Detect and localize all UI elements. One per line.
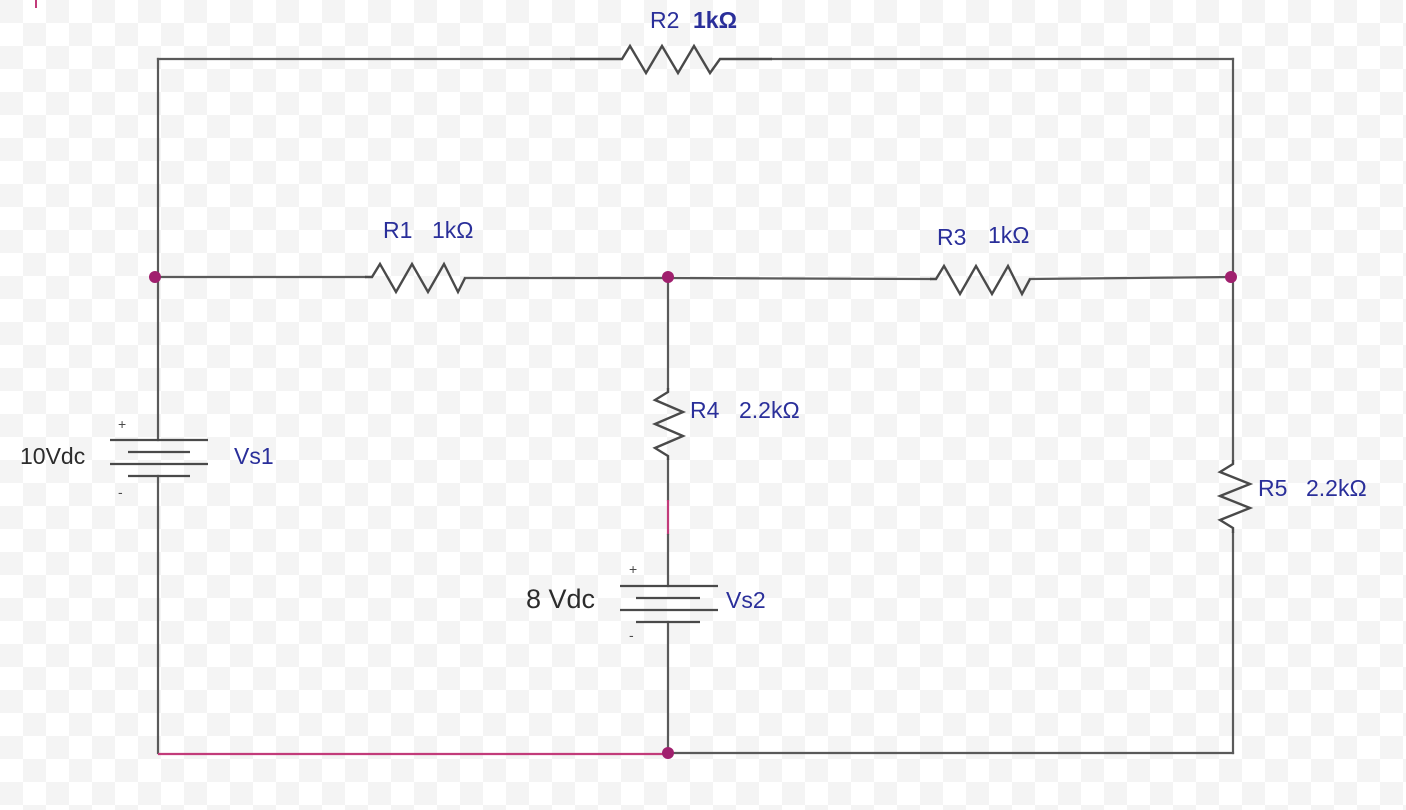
source-vs2[interactable]: + - 8 Vdc Vs2 xyxy=(526,561,766,643)
node-left-mid[interactable] xyxy=(149,271,161,283)
vs2-name: Vs2 xyxy=(726,587,766,613)
resistor-r4[interactable]: R4 2.2kΩ xyxy=(651,388,800,460)
r2-symbol[interactable] xyxy=(570,43,772,76)
r1-name: R1 xyxy=(383,217,412,243)
r2-name: R2 xyxy=(650,7,679,33)
vs1-value: 10Vdc xyxy=(20,443,85,469)
junction-nodes xyxy=(149,271,1237,759)
r4-value: 2.2kΩ xyxy=(739,397,800,423)
r5-symbol[interactable] xyxy=(1216,460,1254,533)
node-center-bottom[interactable] xyxy=(662,747,674,759)
vs1-minus-sign: - xyxy=(118,484,123,500)
resistor-r3[interactable]: R3 1kΩ xyxy=(930,222,1032,297)
resistor-r1[interactable]: R1 1kΩ xyxy=(365,217,474,295)
r5-value: 2.2kΩ xyxy=(1306,475,1367,501)
r1-value: 1kΩ xyxy=(432,217,474,243)
r2-value: 1kΩ xyxy=(693,7,737,33)
r3-value: 1kΩ xyxy=(988,222,1030,248)
resistor-r5[interactable]: R5 2.2kΩ xyxy=(1216,460,1367,533)
node-right-mid[interactable] xyxy=(1225,271,1237,283)
source-vs1[interactable]: + - 10Vdc Vs1 xyxy=(20,416,274,500)
r5-name: R5 xyxy=(1258,475,1287,501)
r4-symbol[interactable] xyxy=(651,388,687,460)
vs2-value: 8 Vdc xyxy=(526,584,595,614)
vs2-plus-sign: + xyxy=(629,561,637,577)
r3-name: R3 xyxy=(937,224,966,250)
r3-symbol[interactable] xyxy=(930,263,1032,297)
r4-name: R4 xyxy=(690,397,720,423)
wire-mid-center-right[interactable] xyxy=(666,276,932,281)
wires xyxy=(156,57,1235,756)
resistor-r2[interactable]: R2 1kΩ xyxy=(570,7,772,76)
vs1-plus-sign: + xyxy=(118,416,126,432)
r1-symbol[interactable] xyxy=(365,261,467,295)
vs2-minus-sign: - xyxy=(629,627,634,643)
node-center-mid[interactable] xyxy=(662,271,674,283)
wire-mid-right[interactable] xyxy=(1028,275,1235,281)
vs1-name: Vs1 xyxy=(234,443,274,469)
